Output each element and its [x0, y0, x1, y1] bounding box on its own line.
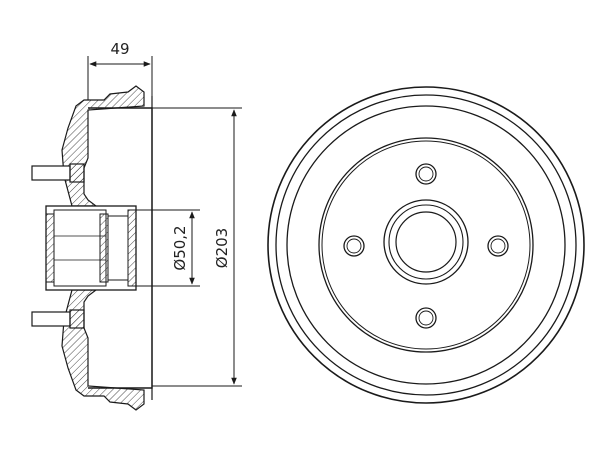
drum-rim-step-2 [286, 105, 566, 385]
dimension-hub-diameter: Ø50,2 [136, 209, 200, 287]
lower-wheel-bolt [31, 309, 85, 329]
dimension-drum-diameter: Ø203 [152, 107, 242, 387]
hub-outer [383, 199, 469, 285]
hub-bore [395, 211, 457, 273]
dimension-width-label: 49 [110, 40, 129, 58]
dimension-drum-label: Ø203 [213, 228, 231, 268]
front-view [267, 86, 585, 404]
center-hub [383, 199, 469, 285]
bolt-hole-right [487, 235, 509, 257]
lower-flange-section [61, 289, 145, 411]
drum-rim-step-1 [275, 94, 577, 396]
drum-face-disc [318, 137, 534, 353]
side-section-view: 49 Ø50,2 Ø203 [31, 40, 242, 411]
bolt-hole-top [415, 163, 437, 185]
hub-section [45, 205, 137, 291]
upper-wheel-bolt [31, 163, 85, 183]
bolt-hole-left [343, 235, 365, 257]
bolt-holes [343, 163, 509, 329]
hub-seat [388, 204, 464, 280]
drum-face-chamfer [321, 140, 531, 350]
drum-outer-rim [267, 86, 585, 404]
upper-flange-section [61, 85, 145, 207]
bolt-hole-bottom [415, 307, 437, 329]
dimension-width: 49 [87, 40, 153, 100]
dimension-hub-label: Ø50,2 [171, 225, 189, 270]
